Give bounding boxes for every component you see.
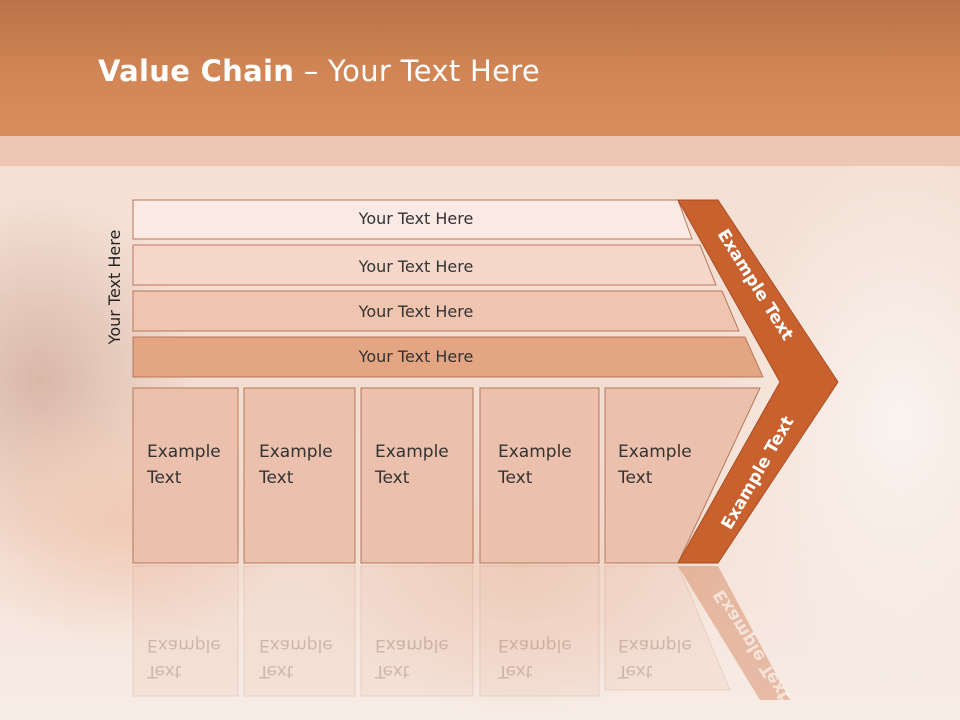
title-bar-underband — [0, 136, 960, 166]
column-4-reflection-line2: Text — [498, 661, 533, 681]
bar-3-label: Your Text Here — [358, 302, 474, 321]
column-4-line2: Text — [498, 468, 533, 488]
column-2-reflection: Text Example — [259, 632, 349, 684]
slide-title-bold: Value Chain — [98, 54, 295, 88]
column-4-reflection-line1: Example — [498, 635, 572, 655]
column-1-reflection: Text Example — [147, 632, 237, 684]
column-3-reflection-line2: Text — [375, 661, 410, 681]
column-1-label: Example Text — [147, 439, 237, 491]
slide-title: Value Chain – Your Text Here — [98, 54, 540, 88]
column-5-label: Example Text — [618, 439, 708, 491]
column-2-reflection-line1: Example — [259, 635, 333, 655]
column-5-line1: Example — [618, 442, 692, 462]
column-3-line2: Text — [375, 468, 410, 488]
column-5-reflection-line2: Text — [618, 661, 653, 681]
column-1-line1: Example — [147, 442, 221, 462]
column-3-reflection-line1: Example — [375, 635, 449, 655]
bar-4-label: Your Text Here — [358, 347, 474, 366]
column-1-reflection-line2: Text — [147, 661, 182, 681]
chevron-reflection — [678, 566, 790, 700]
column-3-line1: Example — [375, 442, 449, 462]
column-2-shape — [243, 387, 356, 564]
column-4-line1: Example — [498, 442, 572, 462]
slide-title-rest: – Your Text Here — [294, 54, 540, 88]
bar-2-shape — [132, 244, 717, 286]
bar-1-shape — [132, 199, 693, 240]
column-1-line2: Text — [147, 468, 182, 488]
column-1-reflection-line1: Example — [147, 635, 221, 655]
column-3-reflection: Text Example — [375, 632, 465, 684]
margin-chevron — [677, 199, 839, 564]
bar-1-label: Your Text Here — [358, 209, 474, 228]
column-1-shape — [132, 387, 239, 564]
column-3-label: Example Text — [375, 439, 465, 491]
bar-2-label: Your Text Here — [358, 257, 474, 276]
column-4-label: Example Text — [498, 439, 588, 491]
column-2-label: Example Text — [259, 439, 349, 491]
column-4-shape — [479, 387, 600, 564]
column-2-line2: Text — [259, 468, 294, 488]
bar-4-shape — [132, 336, 764, 378]
column-5-reflection-line1: Example — [618, 635, 692, 655]
column-4-reflection: Text Example — [498, 632, 588, 684]
column-2-reflection-line2: Text — [259, 661, 294, 681]
column-5-line2: Text — [618, 468, 653, 488]
column-5-reflection: Text Example — [618, 632, 708, 684]
column-2-line1: Example — [259, 442, 333, 462]
bar-3-shape — [132, 290, 740, 332]
diagram-reflection — [132, 565, 731, 697]
title-bar — [0, 0, 960, 136]
column-3-shape — [360, 387, 474, 564]
